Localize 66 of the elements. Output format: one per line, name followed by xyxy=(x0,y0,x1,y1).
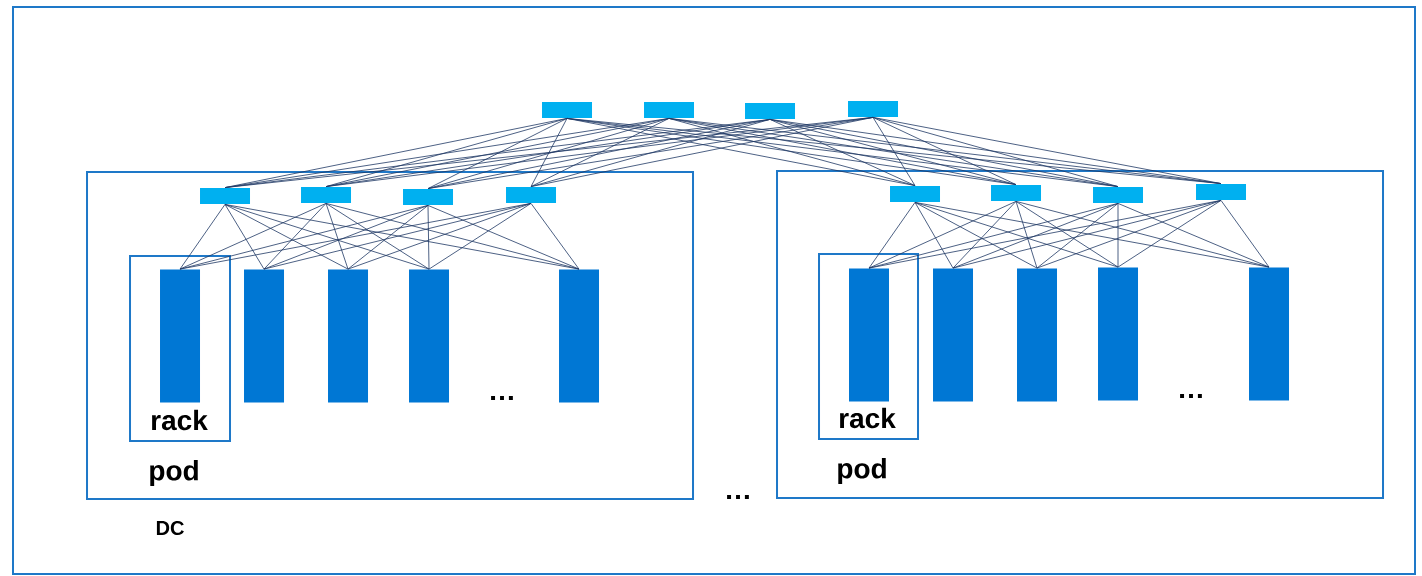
switch-box xyxy=(644,102,694,118)
link-line xyxy=(224,204,430,270)
ellipsis: … xyxy=(491,395,513,401)
link-line xyxy=(427,205,580,270)
link-line xyxy=(1015,201,1119,268)
link-line xyxy=(263,203,327,270)
link-line xyxy=(868,201,1017,269)
link-line xyxy=(952,201,1017,269)
link-line xyxy=(530,117,874,187)
link-line xyxy=(914,202,954,269)
link-line xyxy=(325,203,430,270)
link-line xyxy=(325,118,568,187)
link-line xyxy=(224,204,265,270)
link-line xyxy=(530,118,568,187)
switch-box xyxy=(1093,187,1143,203)
link-line xyxy=(179,203,327,270)
link-line xyxy=(914,202,1119,268)
link-line xyxy=(872,117,1222,184)
link-line xyxy=(1117,200,1222,268)
switch-box xyxy=(991,185,1041,201)
link-line xyxy=(1117,203,1119,268)
link-line xyxy=(1117,203,1270,268)
link-line xyxy=(872,117,1017,185)
link-line xyxy=(769,119,916,186)
link-line xyxy=(530,119,771,187)
link-line xyxy=(1015,201,1038,269)
link-line xyxy=(263,205,429,270)
switch-box xyxy=(403,189,453,205)
switch-box xyxy=(848,101,898,117)
link-line xyxy=(347,203,532,270)
rack-bar xyxy=(1249,267,1289,401)
rack-bar xyxy=(849,268,889,402)
link-line xyxy=(263,203,532,270)
link-line xyxy=(868,202,916,269)
switch-box xyxy=(301,187,351,203)
rack-bar xyxy=(1098,267,1138,401)
rack-bar xyxy=(409,269,449,403)
rack-bar xyxy=(1017,268,1057,402)
switch-box xyxy=(506,187,556,203)
link-line xyxy=(952,203,1119,269)
group-frame: rack xyxy=(129,255,231,442)
link-line xyxy=(1220,200,1270,268)
link-line xyxy=(428,203,532,270)
switch-box xyxy=(542,102,592,118)
switch-box xyxy=(200,188,250,204)
link-line xyxy=(347,205,429,270)
rack-bar xyxy=(160,269,200,403)
ellipsis: … xyxy=(1180,393,1202,399)
switch-box xyxy=(1196,184,1246,200)
ellipsis: … xyxy=(727,494,749,500)
switch-box xyxy=(890,186,940,202)
link-line xyxy=(952,200,1222,269)
switch-box xyxy=(745,103,795,119)
rack-bar xyxy=(328,269,368,403)
link-line xyxy=(872,117,916,186)
link-line xyxy=(427,205,430,270)
link-line xyxy=(530,203,580,270)
rack-bar xyxy=(559,269,599,403)
link-line xyxy=(427,118,670,189)
link-line xyxy=(179,204,226,270)
link-line xyxy=(1036,203,1119,269)
link-line xyxy=(325,203,349,270)
link-line xyxy=(1036,200,1222,269)
group-frame: rack xyxy=(818,253,919,440)
rack-bar xyxy=(244,269,284,403)
rack-bar xyxy=(933,268,973,402)
